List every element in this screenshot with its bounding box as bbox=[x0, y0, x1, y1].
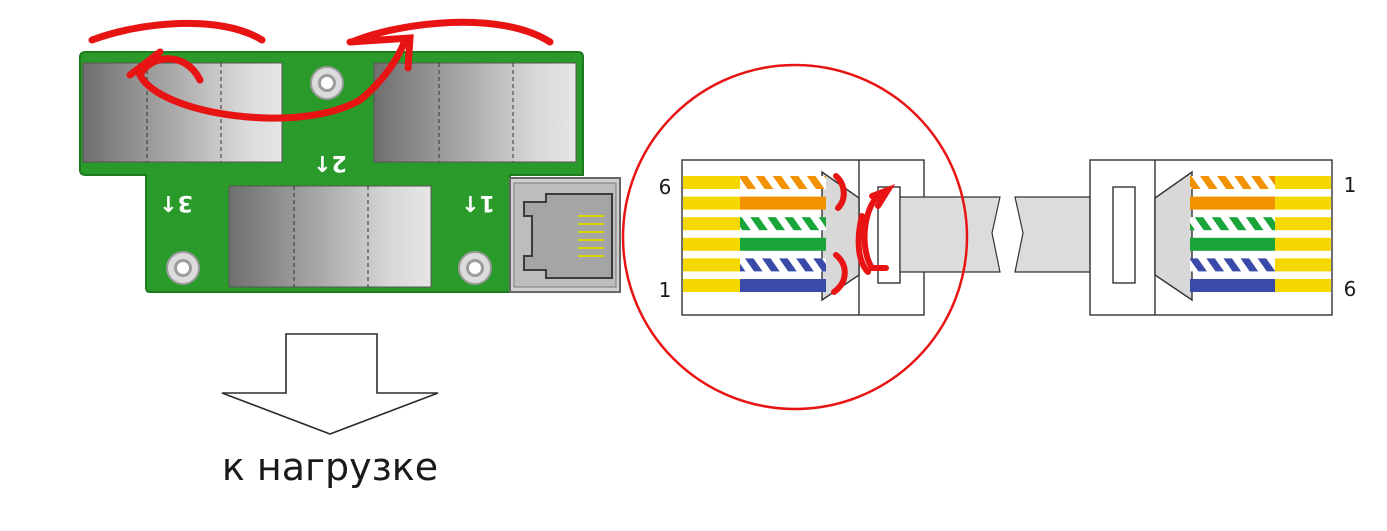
wire-blue bbox=[683, 279, 740, 292]
wire-green bbox=[1275, 237, 1331, 251]
flat-cable bbox=[899, 196, 1091, 273]
wire-green bbox=[683, 237, 740, 251]
wire-orange-white bbox=[740, 176, 826, 189]
jack-top-left bbox=[82, 62, 283, 163]
wire-green-white bbox=[683, 217, 740, 231]
down-arrow-icon bbox=[221, 333, 439, 435]
wire-blue bbox=[740, 279, 826, 292]
wire-orange-white bbox=[683, 176, 740, 189]
port-label-3: 3↑ bbox=[159, 190, 193, 215]
wire-green bbox=[1190, 237, 1275, 251]
rj12-socket bbox=[509, 177, 621, 293]
port-label-2: 2↑ bbox=[313, 150, 347, 175]
wire-blue-white bbox=[740, 258, 826, 272]
pin-label-right-top: 1 bbox=[1344, 173, 1357, 197]
wire-orange bbox=[1190, 196, 1275, 210]
wire-orange bbox=[740, 196, 826, 210]
jack-bottom-middle bbox=[228, 185, 432, 288]
wire-green-white bbox=[1275, 217, 1331, 231]
plug-right bbox=[1089, 159, 1333, 316]
plug-left bbox=[681, 159, 925, 316]
wire-bundle-right bbox=[1190, 176, 1331, 292]
wire-blue-white bbox=[683, 258, 740, 272]
pin-label-right-bottom: 6 bbox=[1344, 277, 1357, 301]
wire-blue bbox=[1190, 279, 1275, 292]
wire-green bbox=[740, 237, 826, 251]
wire-blue-white bbox=[1190, 258, 1275, 272]
pin-label-left-top: 6 bbox=[659, 175, 672, 199]
mounting-hole-bottom-left bbox=[166, 251, 200, 285]
wire-green-white bbox=[1190, 217, 1275, 231]
mounting-hole-bottom-right bbox=[458, 251, 492, 285]
swap-annotation-arrows bbox=[88, 18, 554, 122]
wire-orange bbox=[683, 196, 740, 210]
highlight-circle bbox=[621, 63, 969, 411]
wire-bundle-left bbox=[683, 176, 826, 292]
swap-marks bbox=[831, 173, 896, 295]
jack-top-right bbox=[373, 62, 577, 163]
pcb-board: 3↑ 2↑ 1↑ bbox=[79, 51, 621, 293]
wire-blue-white bbox=[1275, 258, 1331, 272]
wire-orange-white bbox=[1190, 176, 1275, 189]
port-label-1: 1↑ bbox=[461, 190, 495, 215]
load-caption: к нагрузке bbox=[222, 445, 438, 489]
wire-green-white bbox=[740, 217, 826, 231]
wire-orange bbox=[1275, 196, 1331, 210]
wire-orange-white bbox=[1275, 176, 1331, 189]
wire-blue bbox=[1275, 279, 1331, 292]
mounting-hole-top bbox=[310, 66, 344, 100]
pin-label-left-bottom: 1 bbox=[659, 278, 672, 302]
